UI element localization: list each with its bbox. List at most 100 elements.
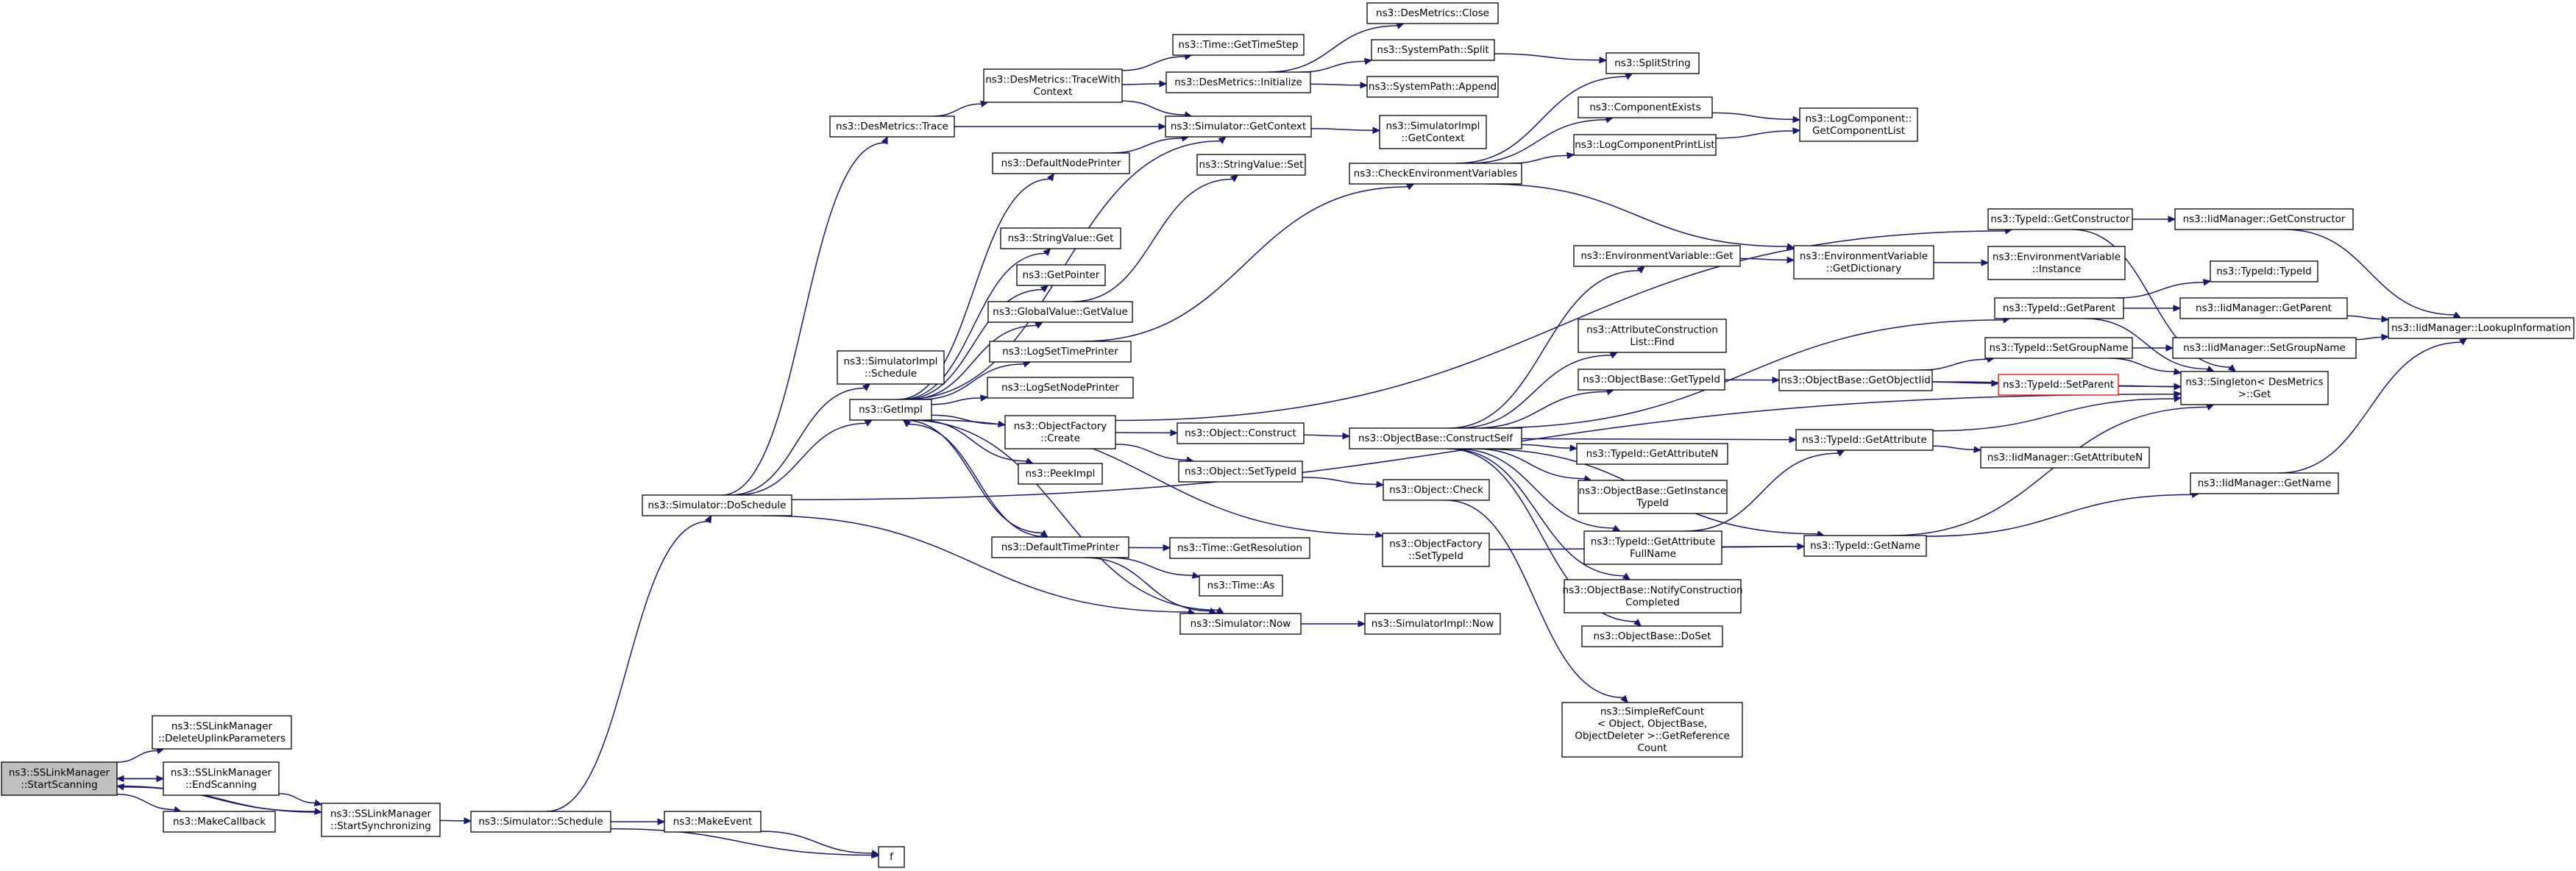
edge-arrowhead — [1405, 183, 1415, 191]
node-box — [2172, 337, 2357, 359]
node-typeIdGetConstructor[interactable]: ns3::TypeId::GetConstructor — [1987, 208, 2133, 230]
node-desTrace[interactable]: ns3::DesMetrics::Trace — [829, 115, 955, 138]
node-desClose[interactable]: ns3::DesMetrics::Close — [1366, 2, 1499, 24]
edge-arrowhead — [864, 419, 873, 427]
node-sysSplit[interactable]: ns3::SystemPath::Split — [1371, 39, 1495, 61]
call-edge-logCompPrint-to-logCompGetList — [1715, 127, 1801, 139]
node-simpleRefCount[interactable]: ns3::SimpleRefCount< Object, ObjectBase,… — [1561, 702, 1743, 758]
node-envVarGet[interactable]: ns3::EnvironmentVariable::Get — [1573, 245, 1741, 267]
node-typeIdTypeId[interactable]: ns3::TypeId::TypeId — [2210, 260, 2318, 282]
node-label: FullName — [1630, 548, 1676, 560]
node-envVarInstance[interactable]: ns3::EnvironmentVariable::Instance — [1987, 246, 2126, 280]
node-objFactCreate[interactable]: ns3::ObjectFactory::Create — [1004, 415, 1116, 449]
node-logSetNode[interactable]: ns3::LogSetNodePrinter — [987, 377, 1134, 399]
node-endscan[interactable]: ns3::SSLinkManager::EndScanning — [163, 761, 280, 796]
node-getTimeStep[interactable]: ns3::Time::GetTimeStep — [1172, 34, 1305, 56]
node-simImplGetContext[interactable]: ns3::SimulatorImpl::GetContext — [1379, 115, 1487, 149]
node-makeevent[interactable]: ns3::MakeEvent — [664, 811, 762, 833]
node-label: ns3::Object::Construct — [1185, 427, 1296, 439]
node-objSetTypeId[interactable]: ns3::Object::SetTypeId — [1178, 461, 1303, 483]
node-simNow[interactable]: ns3::Simulator::Now — [1179, 613, 1302, 635]
node-simsched[interactable]: ns3::Simulator::Schedule — [470, 811, 611, 833]
node-f[interactable]: f — [878, 846, 905, 868]
node-iidGetAttrN[interactable]: ns3::IidManager::GetAttributeN — [1980, 447, 2150, 469]
node-checkEnv[interactable]: ns3::CheckEnvironmentVariables — [1349, 163, 1522, 185]
node-box — [321, 803, 441, 837]
node-simImplNow[interactable]: ns3::SimulatorImpl::Now — [1364, 613, 1501, 635]
edge-line — [1711, 112, 1794, 121]
edge-line — [1511, 154, 1568, 164]
node-splitString[interactable]: ns3::SplitString — [1605, 52, 1700, 74]
call-edge-globalGetValue-to-strValSet — [1074, 174, 1239, 302]
node-typeIdSetParent[interactable]: ns3::TypeId::SetParent — [1998, 374, 2119, 396]
node-label: ns3::Simulator::GetContext — [1171, 121, 1306, 132]
node-objFactSetTypeId[interactable]: ns3::ObjectFactory::SetTypeId — [1382, 533, 1490, 567]
node-startsync[interactable]: ns3::SSLinkManager::StartSynchronizing — [321, 803, 441, 837]
node-desInit[interactable]: ns3::DesMetrics::Initialize — [1165, 71, 1311, 93]
node-label: ns3::Time::GetResolution — [1177, 542, 1302, 554]
node-logSetTime[interactable]: ns3::LogSetTimePrinter — [989, 341, 1132, 363]
node-simGetContext[interactable]: ns3::Simulator::GetContext — [1165, 115, 1312, 138]
node-timeGetRes[interactable]: ns3::Time::GetResolution — [1169, 537, 1310, 559]
edge-line — [1267, 25, 1398, 73]
node-label: ns3::IidManager::LookupInformation — [2391, 322, 2571, 334]
node-objBaseGetObjectIid[interactable]: ns3::ObjectBase::GetObjectIid — [1778, 369, 1933, 391]
node-strValSet[interactable]: ns3::StringValue::Set — [1196, 154, 1306, 176]
edge-arrowhead — [1363, 57, 1373, 65]
node-typeIdGetAttribute[interactable]: ns3::TypeId::GetAttribute — [1795, 429, 1934, 451]
call-edge-constructSelf-to-objBaseNotify — [1450, 448, 1631, 580]
node-box — [1000, 227, 1121, 249]
edge-arrowhead — [1040, 285, 1049, 293]
call-edge-simsched-to-makeevent — [611, 818, 666, 825]
node-makecb[interactable]: ns3::MakeCallback — [163, 811, 276, 833]
node-defTimePrinter[interactable]: ns3::DefaultTimePrinter — [991, 536, 1129, 558]
node-iidSetGroupName[interactable]: ns3::IidManager::SetGroupName — [2172, 337, 2357, 359]
node-defNodePrinter[interactable]: ns3::DefaultNodePrinter — [992, 152, 1130, 174]
node-sysAppend[interactable]: ns3::SystemPath::Append — [1366, 76, 1499, 98]
node-objBaseDoSet[interactable]: ns3::ObjectBase::DoSet — [1581, 625, 1723, 647]
node-objCheck[interactable]: ns3::Object::Check — [1383, 479, 1490, 501]
node-iidLookup[interactable]: ns3::IidManager::LookupInformation — [2388, 317, 2575, 339]
node-objConstruct[interactable]: ns3::Object::Construct — [1177, 422, 1305, 444]
node-iidGetParent[interactable]: ns3::IidManager::GetParent — [2179, 297, 2348, 319]
node-logCompGetList[interactable]: ns3::LogComponent::GetComponentList — [1799, 107, 1918, 142]
node-box — [1799, 107, 1918, 142]
node-box — [1803, 535, 1927, 557]
node-objBaseNotify[interactable]: ns3::ObjectBase::NotifyConstructionCompl… — [1562, 579, 1743, 614]
node-iidGetName[interactable]: ns3::IidManager::GetName — [2190, 472, 2339, 494]
node-objBaseGetTypeId[interactable]: ns3::ObjectBase::GetTypeId — [1578, 369, 1725, 391]
edge-line — [1455, 448, 1614, 529]
node-getPointer[interactable]: ns3::GetPointer — [1016, 264, 1106, 286]
edge-arrowhead — [1991, 380, 2000, 387]
node-logCompPrint[interactable]: ns3::LogComponentPrintList — [1573, 134, 1717, 156]
node-getimpl[interactable]: ns3::GetImpl — [849, 399, 932, 421]
edge-arrowhead — [1159, 80, 1168, 88]
node-simImplSched[interactable]: ns3::SimulatorImpl::Schedule — [837, 350, 945, 385]
node-dosched[interactable]: ns3::Simulator::DoSchedule — [642, 494, 792, 516]
node-timeAs[interactable]: ns3::Time::As — [1199, 575, 1283, 597]
node-peekImpl[interactable]: ns3::PeekImpl — [1018, 463, 1103, 485]
node-box — [1196, 154, 1306, 176]
node-strValGet[interactable]: ns3::StringValue::Get — [1000, 227, 1121, 249]
node-typeIdGetParent[interactable]: ns3::TypeId::GetParent — [1994, 297, 2124, 319]
call-edge-getimpl-to-strValGet — [901, 248, 1051, 400]
call-edge-getimpl-to-defTimePrinter — [903, 419, 1049, 538]
node-globalGetValue[interactable]: ns3::GlobalValue::GetValue — [987, 301, 1133, 323]
node-deluplink[interactable]: ns3::SSLinkManager::DeleteUplinkParamete… — [152, 715, 292, 750]
node-envVarGetDict[interactable]: ns3::EnvironmentVariable::GetDictionary — [1793, 245, 1934, 280]
node-label: ns3::SimulatorImpl::Now — [1372, 618, 1494, 630]
node-iidGetConstructor[interactable]: ns3::IidManager::GetConstructor — [2174, 208, 2354, 230]
node-typeIdSetGroupName[interactable]: ns3::TypeId::SetGroupName — [1984, 337, 2133, 359]
call-edge-constructSelf-to-typeIdGetAttrN — [1521, 444, 1578, 452]
node-typeIdGetName[interactable]: ns3::TypeId::GetName — [1803, 535, 1927, 557]
node-constructSelf[interactable]: ns3::ObjectBase::ConstructSelf — [1349, 427, 1522, 449]
node-singletonGet[interactable]: ns3::Singleton< DesMetrics >::Get — [2180, 371, 2329, 405]
call-edge-objFactCreate-to-objConstruct — [1115, 429, 1179, 437]
node-typeIdGetAttrN[interactable]: ns3::TypeId::GetAttributeN — [1576, 443, 1728, 465]
node-box — [991, 536, 1129, 558]
node-compExists[interactable]: ns3::ComponentExists — [1578, 96, 1713, 118]
